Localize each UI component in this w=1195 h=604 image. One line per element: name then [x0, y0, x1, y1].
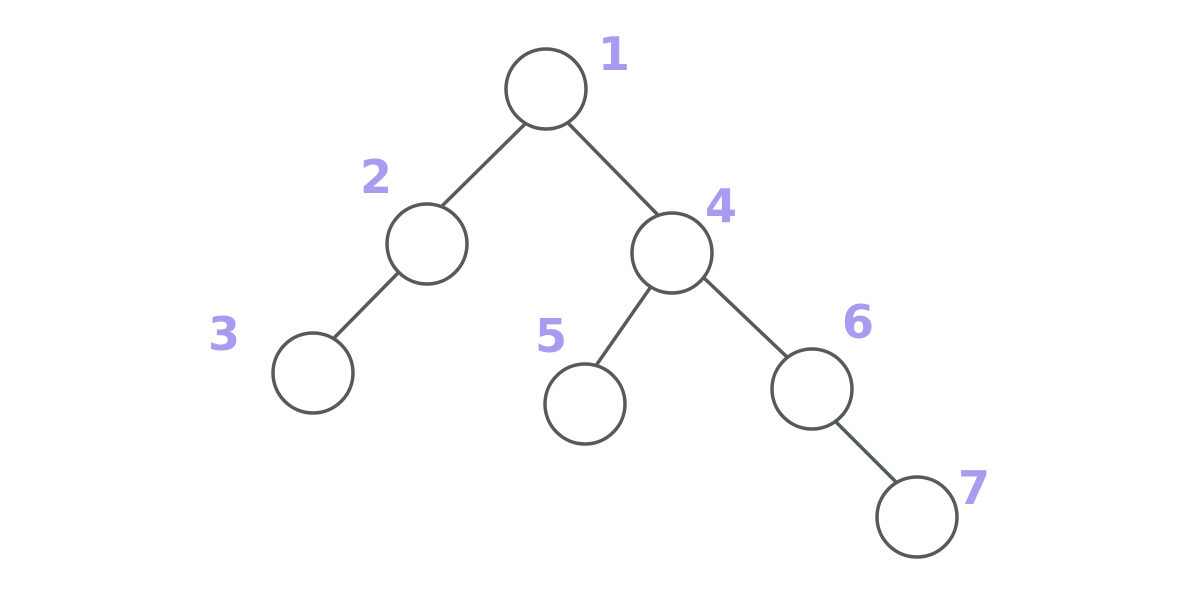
tree-node-1: [504, 47, 588, 131]
node-label-3: 3: [208, 307, 240, 361]
edge-1-2: [438, 122, 527, 210]
node-label-7: 7: [958, 461, 990, 515]
tree-node-2: [385, 202, 469, 286]
node-label-2: 2: [360, 150, 392, 204]
label-layer: 1 2 3 4 5 6 7: [208, 27, 990, 515]
node-label-6: 6: [842, 295, 874, 349]
tree-node-5: [543, 362, 627, 446]
tree-node-7: [875, 475, 959, 559]
node-label-5: 5: [535, 309, 567, 363]
node-layer: [271, 47, 959, 559]
tree-node-4: [630, 211, 714, 295]
tree-node-6: [770, 347, 854, 431]
tree-node-3: [271, 331, 355, 415]
node-label-1: 1: [598, 27, 630, 81]
edge-6-7: [834, 420, 902, 488]
edge-4-6: [702, 276, 789, 359]
node-label-4: 4: [705, 179, 737, 233]
edge-4-5: [593, 286, 652, 369]
edge-1-4: [567, 122, 659, 216]
edge-2-3: [333, 271, 400, 339]
edge-layer: [333, 122, 902, 488]
